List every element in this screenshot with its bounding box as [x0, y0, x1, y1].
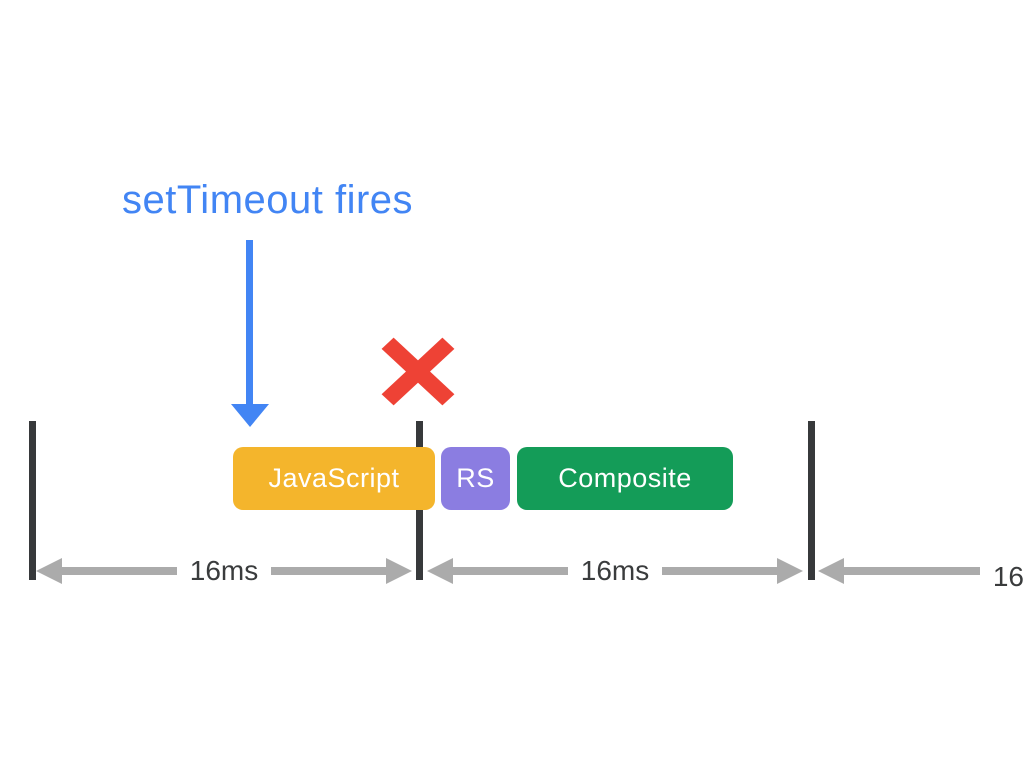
task-block-rs: RS	[441, 447, 510, 510]
arrowhead-right-icon	[777, 558, 803, 584]
down-arrow-shaft	[246, 240, 253, 406]
annotation-label: setTimeout fires	[122, 178, 414, 222]
frame-boundary-tick	[29, 421, 36, 580]
measure-span-3: 16	[818, 556, 1024, 592]
down-arrow-head	[231, 404, 269, 427]
measure-span-1: 16ms	[36, 555, 412, 586]
duration-label: 16ms	[189, 555, 259, 586]
arrowhead-left-icon	[427, 558, 453, 584]
arrowhead-left-icon	[818, 558, 844, 584]
task-block-javascript: JavaScript	[233, 447, 435, 510]
x-mark-icon	[373, 330, 463, 414]
arrowhead-left-icon	[36, 558, 62, 584]
measure-line	[844, 567, 980, 575]
task-block-composite: Composite	[517, 447, 733, 510]
measure-span-2: 16ms	[427, 555, 803, 586]
measure-line	[62, 567, 177, 575]
measure-line	[453, 567, 568, 575]
duration-label: 16	[992, 561, 1024, 592]
measure-line	[271, 567, 386, 575]
arrowhead-right-icon	[386, 558, 412, 584]
frame-boundary-tick	[808, 421, 815, 580]
duration-label: 16ms	[580, 555, 650, 586]
measure-line	[662, 567, 777, 575]
